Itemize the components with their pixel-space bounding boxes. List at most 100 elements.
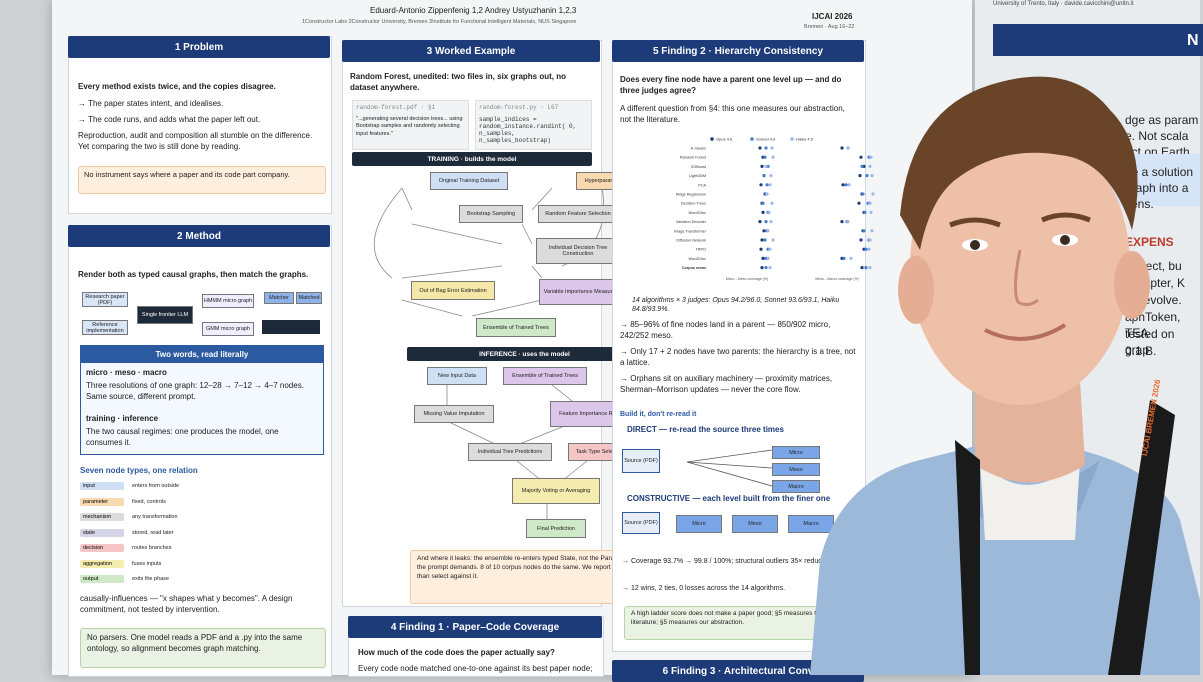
dotplot-point	[758, 146, 762, 150]
finding1-body: Every code node matched one-to-one again…	[358, 664, 593, 673]
problem-header: 1 Problem	[68, 36, 330, 58]
dotplot-point	[767, 210, 771, 214]
right-eyebrow	[1041, 212, 1091, 223]
legend-marker	[710, 137, 714, 141]
dotplot-row-label: Image Transformer	[674, 229, 707, 233]
dotplot-point	[763, 155, 767, 159]
problem-line-paper: → The paper states intent, and idealises…	[78, 99, 224, 108]
lanyard-right	[1108, 400, 1175, 675]
direct-title: DIRECT — re-read the source three times	[627, 425, 784, 434]
relation-text: causally-influences — "x shapes what y b…	[80, 594, 293, 614]
pdf-snippet	[352, 100, 469, 150]
wins-line: → 12 wins, 2 ties, 0 losses across the 1…	[622, 585, 786, 592]
dotplot-point	[868, 201, 872, 205]
constructive-micro: Micro	[676, 515, 722, 533]
node-type-parameter: parameter	[80, 497, 124, 506]
adjacent-text-5: graph into a	[1125, 181, 1189, 195]
dotplot-row-label: LightGBM	[689, 174, 706, 178]
right-ear	[1114, 251, 1150, 319]
mouth	[984, 323, 1067, 341]
example-lead: Random Forest, unedited: two files in, s…	[350, 72, 567, 92]
legend-label: Opus 4.6	[716, 137, 733, 142]
method-diag-code: Reference implementation	[82, 320, 128, 335]
dotplot-point	[847, 183, 851, 187]
face	[910, 125, 1130, 405]
left-pupil	[970, 240, 980, 250]
legend-label: Haiku 4.5	[796, 137, 814, 142]
dotplot-row-label: Variation Decoder	[676, 220, 707, 224]
dotplot-point	[860, 164, 864, 168]
dotplot-point	[764, 220, 768, 224]
dotplot-point	[844, 183, 848, 187]
legend-marker	[750, 137, 754, 141]
dotplot-point	[867, 247, 871, 251]
dotplot-point	[863, 210, 867, 214]
dotplot-point	[870, 229, 874, 233]
train-node-variable-importance: Variable Importance Measures	[539, 279, 623, 305]
dotplot-point	[869, 155, 873, 159]
infer-node-final: Final Prediction	[526, 519, 586, 538]
train-node-oob: Out of Bag Error Estimation	[411, 281, 495, 300]
adjacent-text-11: tested on grap	[1125, 327, 1175, 358]
two-words-title: Two words, read literally	[80, 345, 324, 363]
finding2-bullet-1: → 85–96% of fine nodes land in a parent …	[620, 320, 831, 340]
lanyard-left	[955, 440, 980, 675]
dotplot-row-label: Random Forest	[680, 156, 707, 160]
dotplot-point	[868, 266, 872, 270]
dotplot-point	[871, 192, 875, 196]
dotplot-point	[760, 266, 764, 270]
dotplot-point	[764, 146, 768, 150]
node-type-desc: stored, read later	[132, 529, 174, 536]
node-type-desc: enters from outside	[132, 483, 180, 489]
node-type-desc: fuses inputs	[132, 560, 162, 567]
example-header: 3 Worked Example	[342, 40, 600, 62]
finding1-lead: How much of the code does the paper actu…	[358, 648, 555, 657]
direct-meso: Meso	[772, 463, 820, 476]
problem-callout: No instrument says where a paper and its…	[78, 166, 326, 194]
dotplot-row-label: Word2Vec	[689, 257, 707, 261]
node-type-aggregation: aggregation	[80, 559, 124, 568]
poster: Eduard-Antonio Zippenfenig 1,2 Andrey Us…	[52, 0, 972, 682]
dotplot-point	[842, 256, 846, 260]
dotplot-point	[761, 201, 765, 205]
mmm-title: micro · meso · macro	[86, 368, 167, 377]
dotplot-point	[860, 266, 864, 270]
inference-header: INFERENCE · uses the model	[407, 347, 642, 361]
problem-lead: Every method exists twice, and the copie…	[78, 82, 276, 91]
legend-marker	[790, 137, 794, 141]
poster-authors: Eduard-Antonio Zippenfenig 1,2 Andrey Us…	[370, 6, 577, 15]
finding1-header: 4 Finding 1 · Paper–Code Coverage	[348, 616, 602, 638]
poster-affiliations: 1Constructor Labs 2Constructor Universit…	[302, 19, 577, 25]
dotplot-point	[864, 266, 868, 270]
method-footer: No parsers. One model reads a PDF and a …	[80, 628, 326, 668]
dotplot-point	[840, 220, 844, 224]
left-eyebrow	[949, 217, 1001, 228]
training-header: TRAINING · builds the model	[352, 152, 592, 166]
dotplot-row-label: PCA	[698, 183, 706, 187]
method-lead: Render both as typed causal graphs, then…	[78, 270, 309, 279]
mmm-body: Three resolutions of one graph: 12–28 → …	[86, 381, 304, 401]
dotplot-row-label: Corpus mean	[682, 266, 707, 270]
problem-body: Reproduction, audit and composition all …	[78, 131, 313, 151]
node-type-decision: decision	[80, 544, 124, 552]
shirt	[810, 445, 1200, 675]
method-header: 2 Method	[68, 225, 330, 247]
dotplot-row-label: Word2Vec	[689, 211, 707, 215]
direct-source: Source (PDF)	[622, 449, 660, 473]
dotplot-point	[770, 201, 774, 205]
finding2-bullet-2: → Only 17 + 2 nodes have two parents: th…	[620, 347, 856, 367]
dotplot-point	[760, 164, 764, 168]
two-words-panel	[80, 345, 324, 455]
direct-edges	[686, 449, 773, 487]
method-diag-gmm: GMM micro graph	[202, 322, 254, 336]
right-pupil	[1060, 235, 1070, 245]
train-node-ensemble: Ensemble of Trained Trees	[476, 318, 556, 337]
finding2-bullet-3: → Orphans sit on auxiliary machinery — p…	[620, 374, 833, 394]
dotplot-point	[760, 238, 764, 242]
pdf-snippet-label: random-forest.pdf · §1	[356, 104, 436, 111]
dotplot-row-label: XGBoost	[691, 165, 707, 169]
dotplot-point	[765, 183, 769, 187]
adjacent-poster-affiliation: University of Trento, Italy · davide.cav…	[993, 1, 1134, 7]
train-node-feature-selection: Random Feature Selection	[538, 205, 618, 223]
adjacent-text-4: be a solution	[1125, 165, 1194, 179]
